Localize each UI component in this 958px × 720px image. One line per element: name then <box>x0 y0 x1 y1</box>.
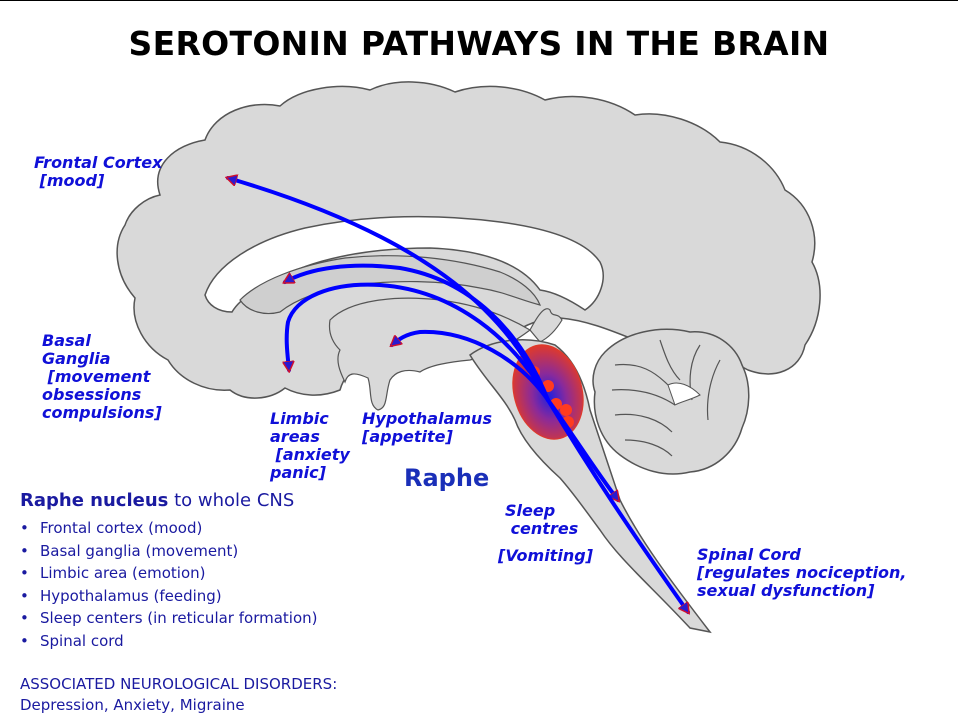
list-item: Basal ganglia (movement) <box>20 540 318 563</box>
hypothalamus-region <box>328 297 532 411</box>
label-sleep-centres: Sleep centres <box>505 501 579 538</box>
list-item: Hypothalamus (feeding) <box>20 585 318 608</box>
label-vomiting: [Vomiting] <box>498 546 593 565</box>
list-item: Frontal cortex (mood) <box>20 517 318 540</box>
pathway-hypothalamus <box>392 329 550 402</box>
summary-heading-bold: Raphe nucleus <box>20 490 169 511</box>
list-item: Limbic area (emotion) <box>20 562 318 585</box>
associated-disorders: ASSOCIATED NEUROLOGICAL DISORDERS: Depre… <box>20 674 337 716</box>
cerebellum <box>592 328 750 475</box>
list-item: Sleep centers (in reticular formation) <box>20 607 317 630</box>
page-title: SEROTONIN PATHWAYS IN THE BRAIN <box>128 24 830 63</box>
pathway-spinal-cord <box>546 398 688 612</box>
disorders-list: Depression, Anxiety, Migraine <box>20 696 245 714</box>
label-frontal-cortex: Frontal Cortex [mood] <box>34 153 163 190</box>
tectum <box>529 308 563 343</box>
disorders-heading: ASSOCIATED NEUROLOGICAL DISORDERS: <box>20 675 338 693</box>
label-hypothalamus: Hypothalamus [appetite] <box>362 409 492 446</box>
pathway-limbic-upper <box>285 263 550 402</box>
top-border <box>0 0 958 1</box>
serotonin-pathways <box>228 178 688 612</box>
pathway-basal-ganglia <box>287 282 550 402</box>
label-limbic-areas: Limbic areas [anxiety panic] <box>270 409 350 482</box>
label-basal-ganglia: Basal Ganglia [movement obsessions compu… <box>42 331 162 422</box>
summary-heading: Raphe nucleus to whole CNS <box>20 490 318 511</box>
summary-list: Frontal cortex (mood) Basal ganglia (mov… <box>20 517 318 653</box>
label-raphe: Raphe <box>404 464 490 492</box>
label-spinal-cord: Spinal Cord [regulates nociception, sexu… <box>697 545 907 600</box>
list-item: Spinal cord <box>20 630 318 653</box>
summary-heading-rest: to whole CNS <box>168 490 295 511</box>
raphe-summary: Raphe nucleus to whole CNS Frontal corte… <box>20 490 318 652</box>
